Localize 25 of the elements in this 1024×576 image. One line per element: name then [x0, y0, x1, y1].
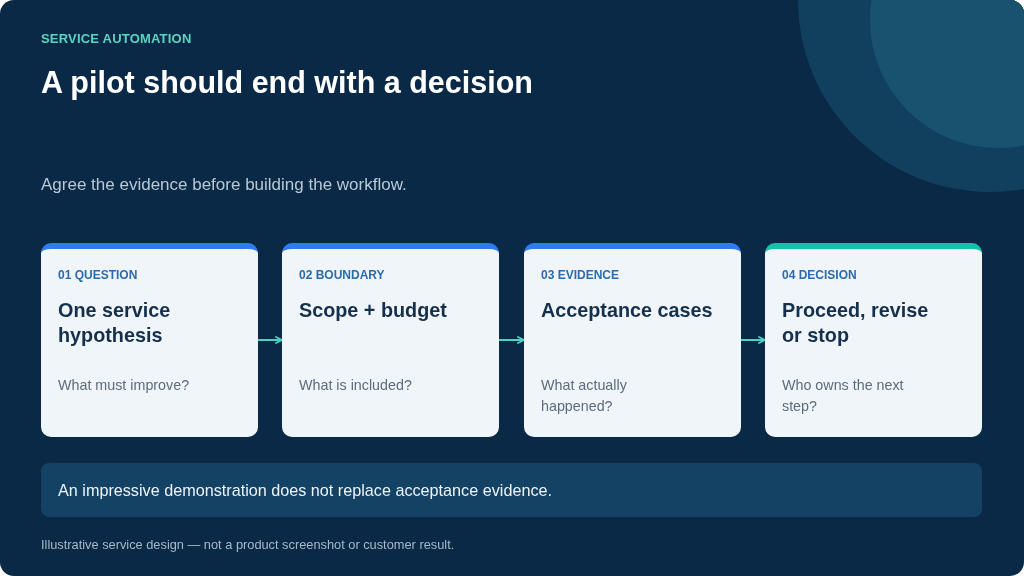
callout-text: An impressive demonstration does not replace acceptance evidence. — [58, 480, 552, 500]
step-card — [524, 243, 741, 437]
step-card — [41, 243, 258, 437]
section-label: SERVICE AUTOMATION — [41, 31, 192, 46]
step-heading: Acceptance cases — [541, 298, 714, 323]
step-heading: One service hypothesis — [58, 298, 172, 348]
subtitle: Agree the evidence before building the workflow. — [41, 175, 407, 195]
callout-banner — [41, 463, 982, 517]
slide-title: A pilot should end with a decision — [41, 65, 533, 100]
step-question: What must improve? — [58, 376, 191, 395]
step-question: Who owns the next step? — [782, 376, 905, 416]
step-heading: Scope + budget — [299, 298, 448, 323]
step-heading: Proceed, revise or stop — [782, 298, 930, 348]
step-card — [282, 243, 499, 437]
step-label: 03 EVIDENCE — [541, 268, 620, 282]
step-card — [765, 243, 982, 437]
step-question: What is included? — [299, 376, 413, 395]
step-label: 04 DECISION — [782, 268, 857, 282]
step-label: 01 QUESTION — [58, 268, 138, 282]
step-label: 02 BOUNDARY — [299, 268, 385, 282]
arrow — [740, 336, 766, 344]
step-question: What actually happened? — [541, 376, 628, 416]
footnote: Illustrative service design — not a product screenshot or customer result. — [41, 537, 455, 552]
arrow — [498, 336, 525, 344]
arrow — [257, 336, 283, 344]
